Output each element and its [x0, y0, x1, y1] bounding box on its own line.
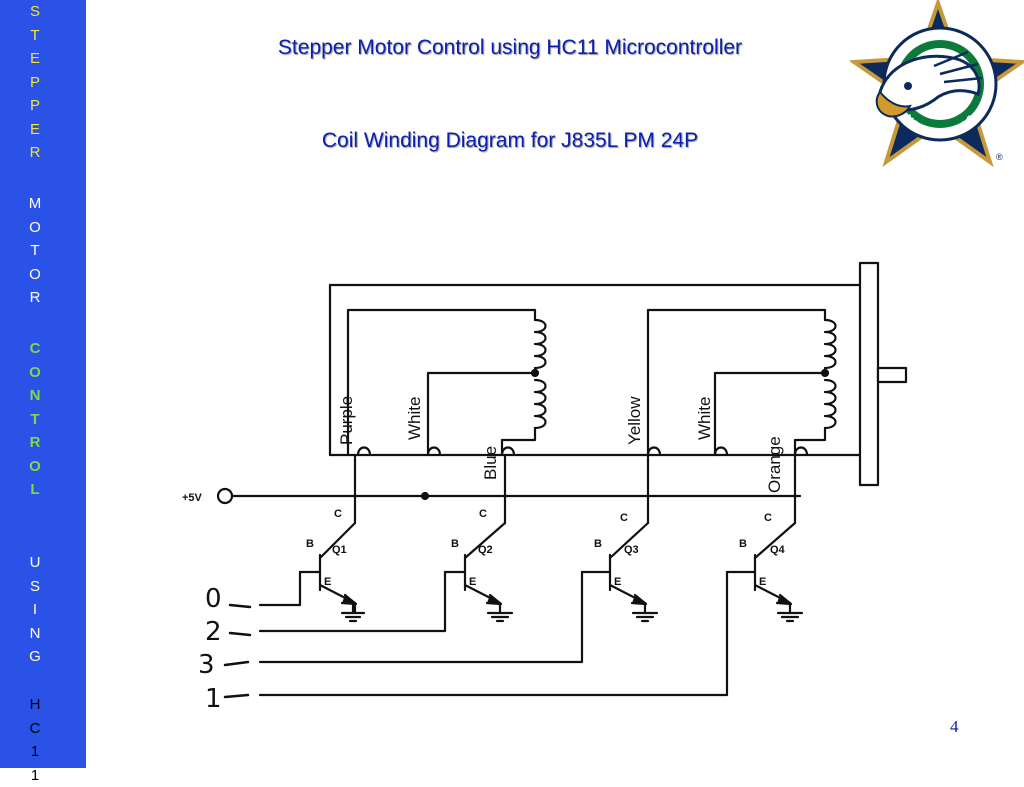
sidebar-letter: C — [30, 337, 41, 361]
q4-emitter-label: E — [759, 576, 766, 588]
sidebar-letter: C — [30, 717, 41, 741]
q2-emitter-label: E — [469, 576, 476, 588]
sidebar-letter: 1 — [31, 740, 39, 764]
sidebar: S T E P P E R M O T O R C O N T R O L U … — [0, 0, 86, 768]
sidebar-letter: R — [30, 141, 41, 165]
sidebar-letter: G — [29, 645, 41, 669]
wire-label-white-2: White — [695, 397, 714, 440]
registered-mark: ® — [996, 152, 1003, 162]
sidebar-letter: H — [30, 693, 41, 717]
q4-collector-label: C — [764, 512, 772, 524]
q3-emitter-label: E — [614, 576, 621, 588]
sidebar-letter: T — [30, 24, 39, 48]
motor-plate — [860, 263, 878, 485]
motor-shaft — [878, 368, 906, 382]
sidebar-letter: O — [29, 263, 41, 287]
supply-label: +5V — [182, 492, 203, 504]
eagle-star-logo-icon: UNIVERSITY OF NORTH TEXAS ® — [850, 0, 1024, 170]
sidebar-word-control: C O N T R O L — [0, 337, 70, 502]
coil-group-2 — [648, 310, 836, 455]
sidebar-letter: L — [30, 478, 39, 502]
input-label-2: 2 — [205, 617, 222, 647]
page-subtitle: Coil Winding Diagram for J835L PM 24P — [180, 129, 840, 153]
q1-name: Q1 — [332, 544, 347, 556]
q2-collector-label: C — [479, 508, 487, 520]
q4-name: Q4 — [770, 544, 786, 556]
sidebar-word-motor: M O T O R — [0, 192, 70, 310]
sidebar-word-using: U S I N G — [0, 551, 70, 669]
sidebar-word-stepper: S T E P P E R — [0, 0, 70, 165]
wire-label-white-1: White — [405, 397, 424, 440]
sidebar-letter: T — [30, 408, 39, 432]
q3-name: Q3 — [624, 544, 639, 556]
q1-base-label: B — [306, 538, 314, 550]
q1-collector-label: C — [334, 508, 342, 520]
q3-base-label: B — [594, 538, 602, 550]
input-label-0: 0 — [205, 584, 222, 614]
sidebar-letter: N — [30, 384, 41, 408]
supply-rail — [218, 489, 800, 503]
page-title: Stepper Motor Control using HC11 Microco… — [180, 36, 840, 60]
sidebar-word-hc11: H C 1 1 — [0, 693, 70, 787]
q4-base-label: B — [739, 538, 747, 550]
page-number: 4 — [950, 717, 959, 737]
input-label-3: 3 — [198, 650, 215, 680]
sidebar-letter: N — [30, 622, 41, 646]
coil-group-1 — [348, 310, 546, 455]
q2-name: Q2 — [478, 544, 493, 556]
sidebar-letter: R — [30, 431, 41, 455]
sidebar-letter: E — [30, 47, 40, 71]
sidebar-letter: E — [30, 118, 40, 142]
sidebar-letter: O — [29, 216, 41, 240]
q1-emitter-label: E — [324, 576, 331, 588]
sidebar-letter: O — [29, 361, 41, 385]
wire-label-purple: Purple — [337, 396, 356, 445]
wire-label-blue: Blue — [481, 446, 500, 480]
input-label-1: 1 — [205, 684, 222, 714]
sidebar-letter: U — [30, 551, 41, 575]
eagle-eye — [904, 82, 912, 90]
wire-crossovers — [358, 448, 807, 456]
sidebar-letter: P — [30, 71, 40, 95]
sidebar-letter: I — [33, 598, 37, 622]
sidebar-letter: T — [30, 239, 39, 263]
sidebar-letter: 1 — [31, 764, 39, 787]
sidebar-letter: S — [30, 0, 40, 24]
q2-base-label: B — [451, 538, 459, 550]
sidebar-letter: R — [30, 286, 41, 310]
input-dashes — [225, 605, 250, 697]
coil-winding-diagram: +5V — [170, 255, 930, 725]
sidebar-letter: S — [30, 575, 40, 599]
sidebar-letter: M — [29, 192, 42, 216]
q3-collector-label: C — [620, 512, 628, 524]
wire-label-yellow: Yellow — [625, 396, 644, 445]
sidebar-letter: O — [29, 455, 41, 479]
wire-label-orange: Orange — [765, 436, 784, 493]
sidebar-letter: P — [30, 94, 40, 118]
